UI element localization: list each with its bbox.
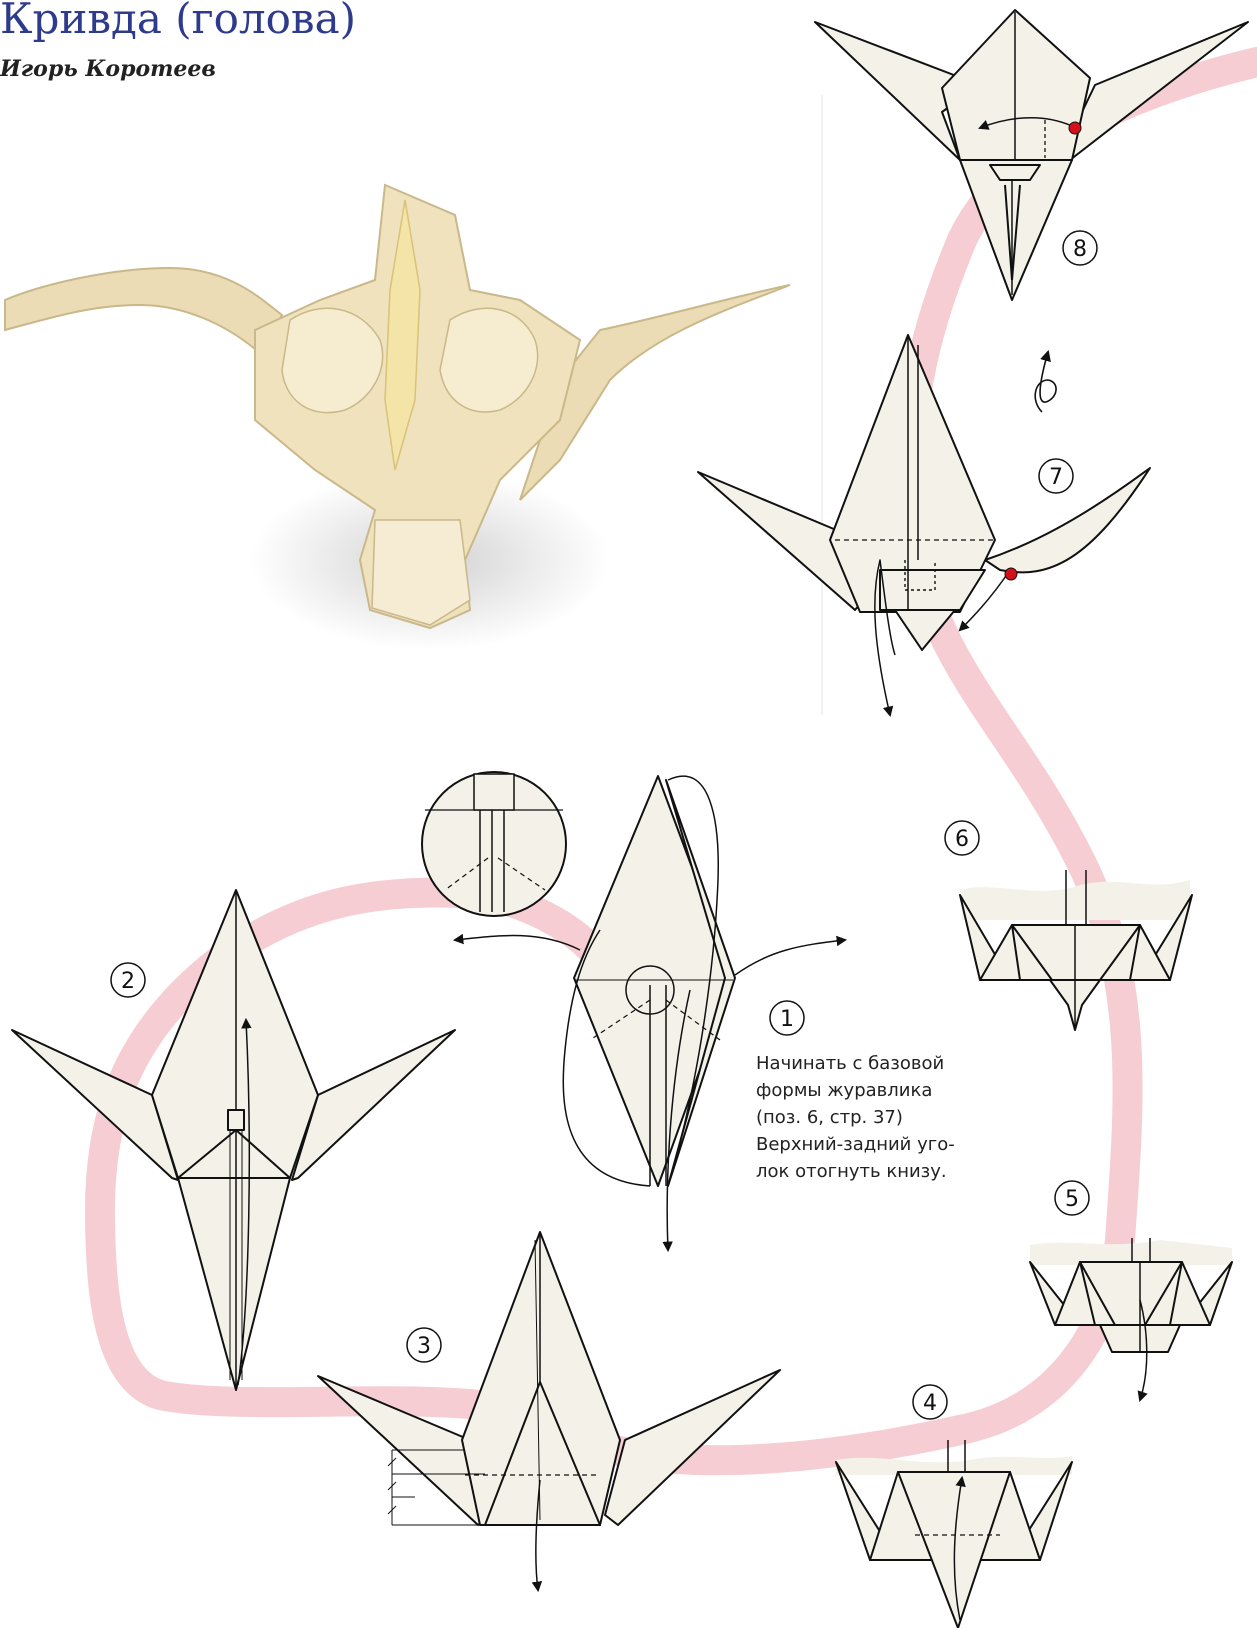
- step-2-number: 2: [111, 963, 145, 997]
- instruction-line: формы журавлика: [756, 1077, 996, 1104]
- step-8-label: 8: [1073, 237, 1087, 262]
- step-3-label: 3: [417, 1334, 431, 1359]
- step-5-label: 5: [1065, 1187, 1079, 1212]
- instruction-line: Верхний-задний уго-: [756, 1131, 996, 1158]
- step-6-label: 6: [955, 827, 969, 852]
- page-title: Кривда (голова): [0, 0, 356, 43]
- step-3-number: 3: [407, 1328, 441, 1362]
- step-8-mark: [1069, 122, 1081, 134]
- step-8-figure: [815, 10, 1248, 300]
- author-name: Игорь Коротеев: [0, 56, 216, 82]
- step-1-detail-circle: [422, 772, 566, 916]
- step-1-label: 1: [780, 1007, 794, 1032]
- instruction-line: (поз. 6, стр. 37): [756, 1104, 996, 1131]
- step-1-instruction: Начинать с базовой формы журавлика (поз.…: [756, 1050, 996, 1185]
- finished-model-photo: [5, 185, 790, 650]
- instruction-line: лок отогнуть книзу.: [756, 1158, 996, 1185]
- step-1-number: 1: [770, 1001, 804, 1035]
- step-2-figure: [12, 890, 455, 1390]
- step-4-figure: [836, 1440, 1072, 1628]
- step-7-number: 7: [1039, 459, 1073, 493]
- step-7-figure: [698, 335, 1150, 715]
- step-3-figure: [318, 1232, 780, 1590]
- step-6-number: 6: [945, 821, 979, 855]
- step-7-mark: [1005, 568, 1017, 580]
- step-4-label: 4: [923, 1391, 937, 1416]
- turn-over-icon: [1035, 352, 1056, 412]
- step-7-label: 7: [1049, 465, 1063, 490]
- step-6-figure: [960, 870, 1192, 1030]
- step-2-label: 2: [121, 969, 135, 994]
- step-4-number: 4: [913, 1385, 947, 1419]
- step-8-number: 8: [1063, 231, 1097, 265]
- instruction-line: Начинать с базовой: [756, 1050, 996, 1077]
- step-5-number: 5: [1055, 1181, 1089, 1215]
